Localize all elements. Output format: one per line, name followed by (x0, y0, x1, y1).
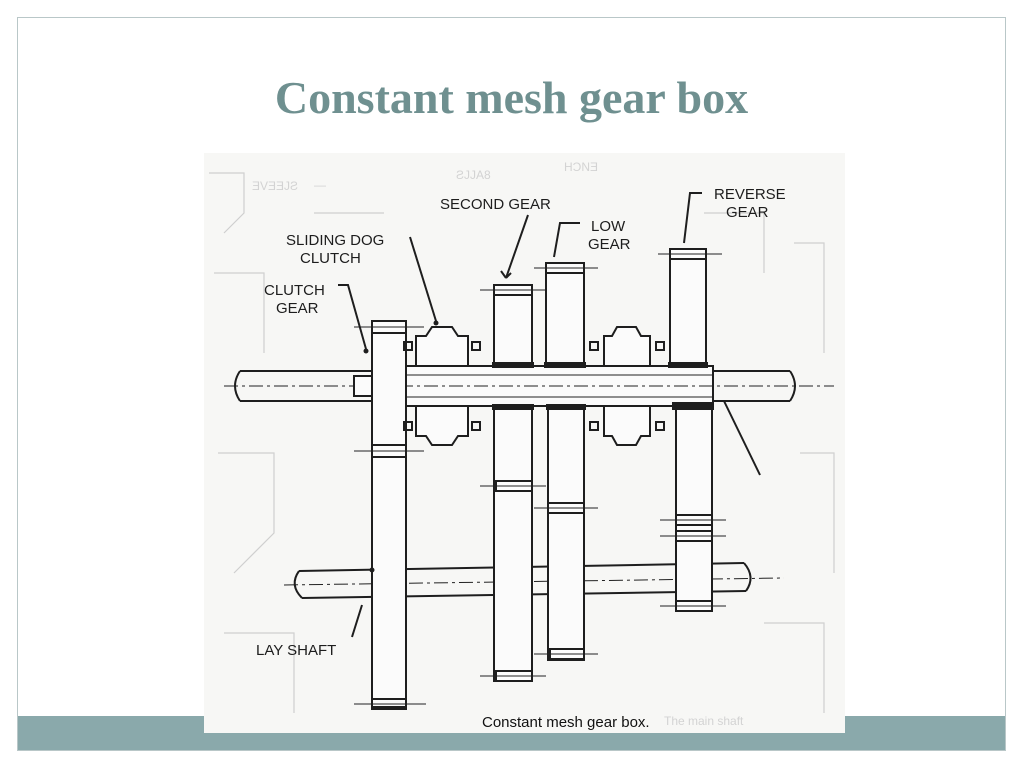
ghost-bleed-through: ƎVƎƎJƧ ― HƆNƎ ƧJJA8 The main shaft (209, 160, 835, 728)
dog-clutch-right (589, 326, 665, 446)
label-lay-shaft: LAY SHAFT (256, 642, 336, 659)
gearbox-diagram-svg: ƎVƎƎJƧ ― HƆNƎ ƧJJA8 The main shaft (204, 153, 845, 733)
slide: Constant mesh gear box ƎVƎƎJƧ ― HƆNƎ ƧJJ… (17, 17, 1006, 751)
svg-text:―: ― (314, 178, 326, 192)
label-low-gear-line1: LOW (591, 218, 626, 235)
label-clutch-gear-line1: CLUTCH (264, 282, 325, 299)
label-sliding-dog-clutch-line2: CLUTCH (300, 250, 361, 267)
svg-text:The main shaft: The main shaft (664, 714, 744, 728)
clutch-gear (354, 320, 426, 710)
label-second-gear: SECOND GEAR (440, 196, 551, 213)
slide-title: Constant mesh gear box (274, 72, 749, 123)
leader-lines (338, 192, 761, 638)
svg-text:ƧJJA8: ƧJJA8 (456, 168, 491, 182)
reverse-gear (658, 248, 726, 612)
svg-text:ƎVƎƎJƧ: ƎVƎƎJƧ (252, 179, 298, 193)
gearbox-diagram: ƎVƎƎJƧ ― HƆNƎ ƧJJA8 The main shaft (204, 153, 845, 733)
label-reverse-gear-line1: REVERSE (714, 186, 786, 203)
label-low-gear-line2: GEAR (588, 236, 631, 253)
diagram-caption: Constant mesh gear box. (482, 714, 650, 731)
low-gear (534, 262, 598, 661)
svg-text:HƆNƎ: HƆNƎ (564, 160, 598, 174)
label-clutch-gear-line2: GEAR (276, 300, 319, 317)
label-sliding-dog-clutch-line1: SLIDING DOG (286, 232, 384, 249)
diagram-labels: SECOND GEAR LOW GEAR REVERSE GEAR SLIDIN… (256, 186, 786, 731)
second-gear (480, 284, 546, 682)
dog-clutch-left (403, 326, 481, 446)
label-reverse-gear-line2: GEAR (726, 204, 769, 221)
